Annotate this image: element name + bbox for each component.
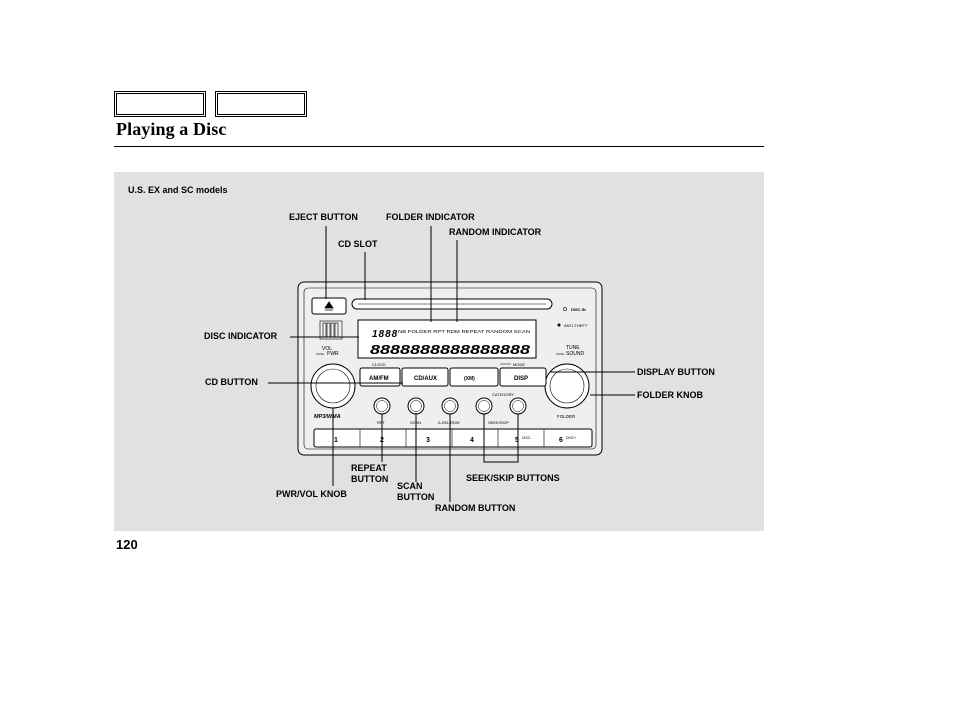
folder-knob: [544, 363, 590, 409]
sound-label: SOUND: [566, 351, 584, 357]
push-label: PUSH: [316, 352, 324, 356]
lcd-top-row: NB FOLDER RPT RDM REPEAT RANDOM SCAN: [398, 329, 530, 334]
anti-theft-icon: [557, 323, 561, 327]
callout-random-button: RANDOM BUTTON: [435, 503, 516, 513]
callout-cd-button: CD BUTTON: [205, 377, 258, 387]
callout-seek-skip-buttons: SEEK/SKIP BUTTONS: [466, 473, 560, 483]
preset-5: 5: [515, 437, 519, 444]
mp3-wma-logo: MP3/WMA: [314, 414, 341, 420]
callout-repeat-button: REPEAT BUTTON: [351, 463, 389, 484]
nav-tab-1[interactable]: [114, 91, 206, 117]
lcd-seg-1: 1888: [372, 329, 398, 340]
svg-text:AM/FM: AM/FM: [369, 376, 389, 382]
vol-label: VOL: [322, 346, 332, 352]
lcd-display: [357, 319, 537, 359]
lcd-seg-2: 8888888888888888: [370, 342, 531, 357]
tune-label: TUNE: [566, 345, 580, 351]
mode-label: MODE: [513, 362, 525, 367]
callout-display-button: DISPLAY BUTTON: [637, 367, 715, 377]
pwr-vol-knob: [310, 363, 356, 409]
preset-bar: [313, 428, 593, 448]
pwr-label: PWR: [327, 351, 339, 357]
callout-folder-knob: FOLDER KNOB: [637, 390, 703, 400]
preset-6: 6: [559, 437, 563, 444]
callout-folder-indicator: FOLDER INDICATOR: [386, 212, 475, 222]
svg-text:A.SEL RDM: A.SEL RDM: [438, 420, 459, 425]
clock-label: CLOCK: [372, 362, 386, 367]
disc-in-icon: [563, 307, 567, 311]
preset-1: 1: [334, 437, 338, 444]
title-rule: [114, 146, 764, 147]
disp-button: [499, 367, 547, 387]
svg-text:RPT: RPT: [377, 420, 386, 425]
page-title: Playing a Disc: [116, 119, 227, 139]
callout-random-indicator: RANDOM INDICATOR: [449, 227, 542, 237]
disc-indicator: [319, 320, 343, 340]
nav-tab-2[interactable]: [215, 91, 307, 117]
leader-lines: [268, 226, 635, 502]
svg-text:CD/AUX: CD/AUX: [414, 376, 437, 382]
svg-text:DISP: DISP: [514, 376, 528, 382]
preset-4: 4: [470, 437, 474, 444]
callout-cd-slot: CD SLOT: [338, 239, 378, 249]
svg-text:(XM): (XM): [464, 376, 475, 382]
callout-eject-button: EJECT BUTTON: [289, 212, 358, 222]
callout-pwr-vol-knob: PWR/VOL KNOB: [276, 489, 347, 499]
svg-text:SEEK/SKIP: SEEK/SKIP: [488, 420, 509, 425]
disc-in-label: DISC IN: [571, 307, 586, 312]
preset-3: 3: [426, 437, 430, 444]
callout-disc-indicator: DISC INDICATOR: [204, 331, 278, 341]
xm-button: [449, 367, 499, 387]
category-label: CATEGORY: [492, 392, 514, 397]
page-number: 120: [116, 537, 138, 552]
eject-icon: [324, 301, 334, 311]
anti-theft-label: ANTI-THEFT: [564, 323, 588, 328]
folder-label: FOLDER: [557, 414, 576, 419]
svg-text:DISC+: DISC+: [566, 436, 576, 440]
cd-aux-button: [401, 367, 449, 387]
callout-scan-button: SCAN BUTTON: [397, 481, 435, 502]
svg-text:DISC-: DISC-: [522, 436, 532, 440]
push-label-right: PUSH: [556, 352, 564, 356]
am-fm-button: [359, 367, 401, 387]
figure-caption: U.S. EX and SC models: [128, 185, 228, 195]
